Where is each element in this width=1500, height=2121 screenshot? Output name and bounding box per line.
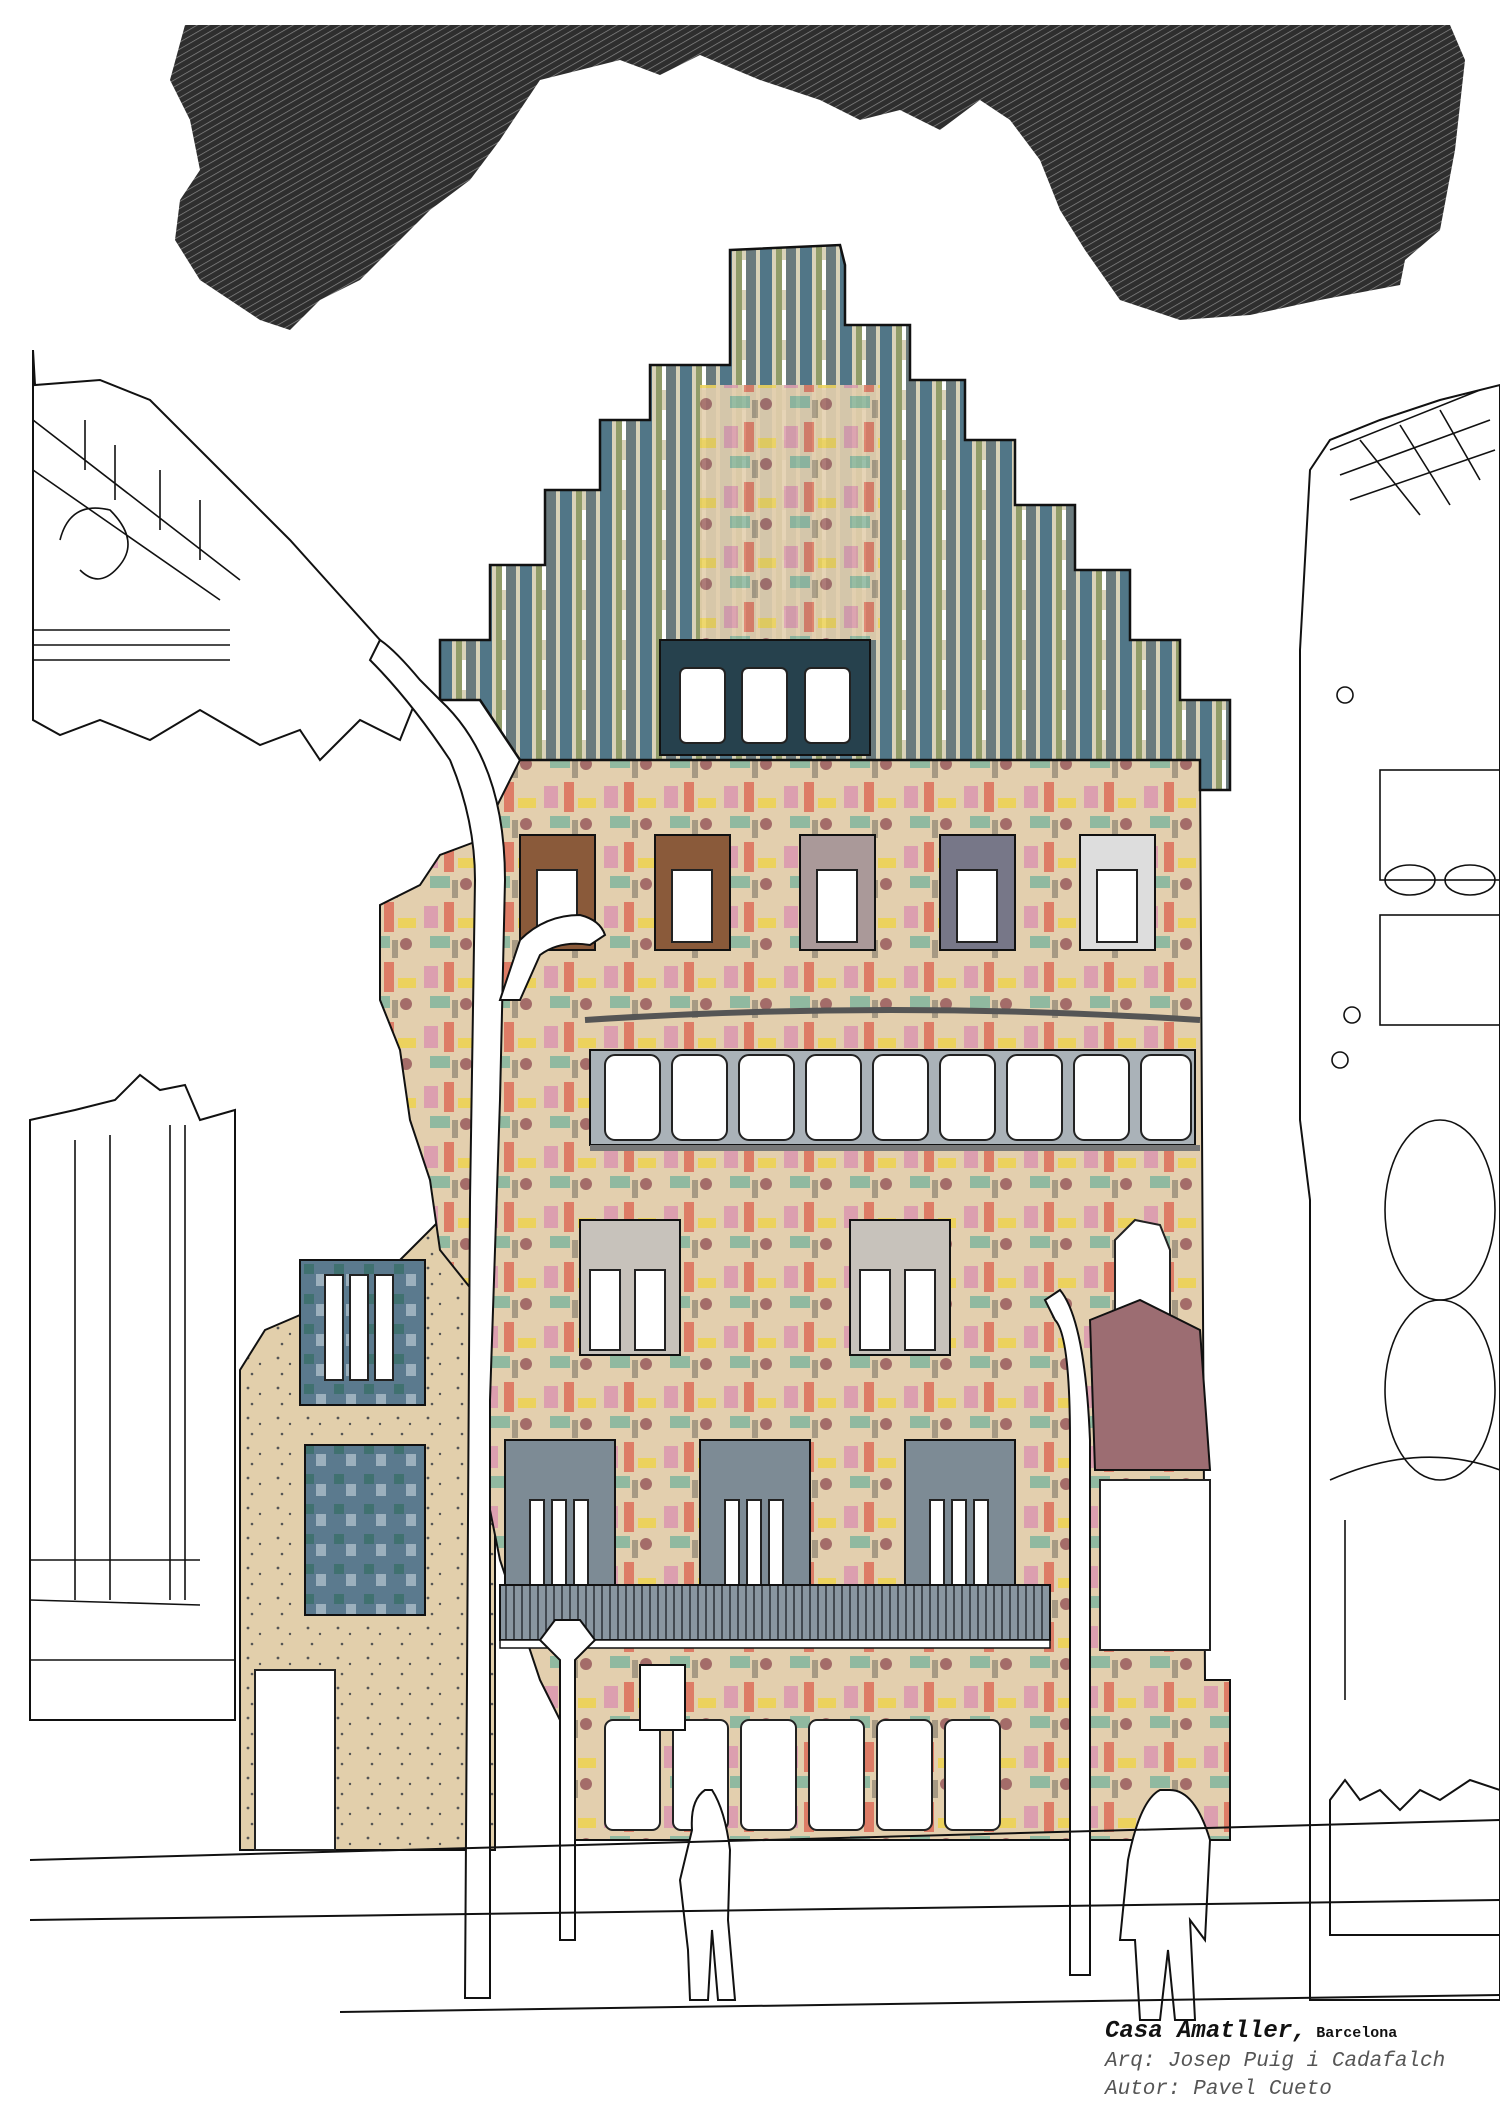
middle-windows bbox=[579, 1218, 1171, 1356]
ground-floor-arches bbox=[604, 1719, 1001, 1831]
right-neighbor-building bbox=[1299, 383, 1500, 2001]
arched-gallery bbox=[584, 1007, 1201, 1151]
left-neighbor-building bbox=[29, 349, 422, 1721]
caption-author: Autor: Pavel Cueto bbox=[1105, 2078, 1332, 2101]
artwork-caption: Casa Amatller, Barcelona Arq: Josep Puig… bbox=[1105, 2018, 1445, 2104]
main-balcony bbox=[499, 1298, 1212, 1651]
left-collage-building bbox=[239, 1157, 496, 1851]
stepped-gable bbox=[438, 243, 1232, 792]
storm-cloud bbox=[170, 25, 1465, 330]
street-lamps bbox=[368, 638, 1091, 1999]
caption-city: Barcelona bbox=[1316, 2025, 1398, 2042]
caption-architect: Arq: Josep Puig i Cadafalch bbox=[1105, 2050, 1446, 2073]
caption-title: Casa Amatller, bbox=[1105, 2018, 1307, 2045]
street-lines bbox=[29, 1819, 1500, 2013]
